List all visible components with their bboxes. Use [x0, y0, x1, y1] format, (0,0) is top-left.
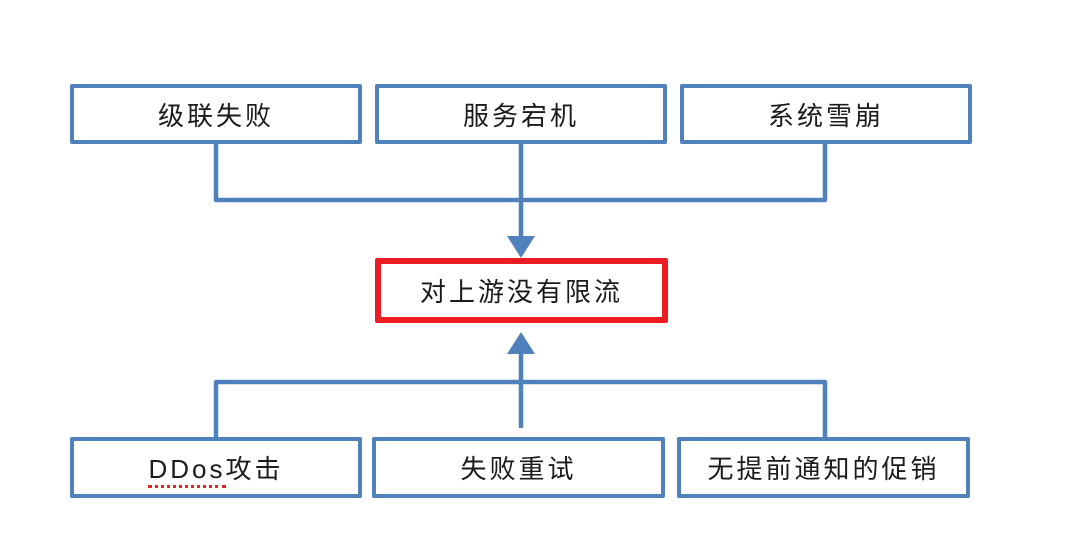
node-label: 无提前通知的促销	[707, 454, 940, 484]
node-cascading-failure: 级联失败	[70, 84, 362, 144]
node-label: 失败重试	[460, 454, 577, 484]
node-no-upstream-rate-limit: 对上游没有限流	[375, 258, 668, 323]
down-arrowhead-icon	[507, 236, 535, 258]
node-label: 级联失败	[157, 100, 274, 131]
node-service-downtime: 服务宕机	[375, 84, 667, 144]
node-label: DDos攻击	[148, 449, 284, 488]
up-arrowhead-icon	[507, 332, 535, 354]
node-label-rest: 攻击	[225, 454, 284, 484]
node-unannounced-promotion: 无提前通知的促销	[677, 437, 970, 498]
node-system-avalanche: 系统雪崩	[680, 84, 972, 144]
node-label: 服务宕机	[462, 100, 579, 131]
misspelled-text: DDos	[148, 454, 226, 488]
node-label: 对上游没有限流	[419, 277, 623, 307]
node-failure-retry: 失败重试	[372, 437, 665, 498]
node-label: 系统雪崩	[767, 100, 884, 131]
node-ddos-attack: DDos攻击	[70, 437, 362, 498]
